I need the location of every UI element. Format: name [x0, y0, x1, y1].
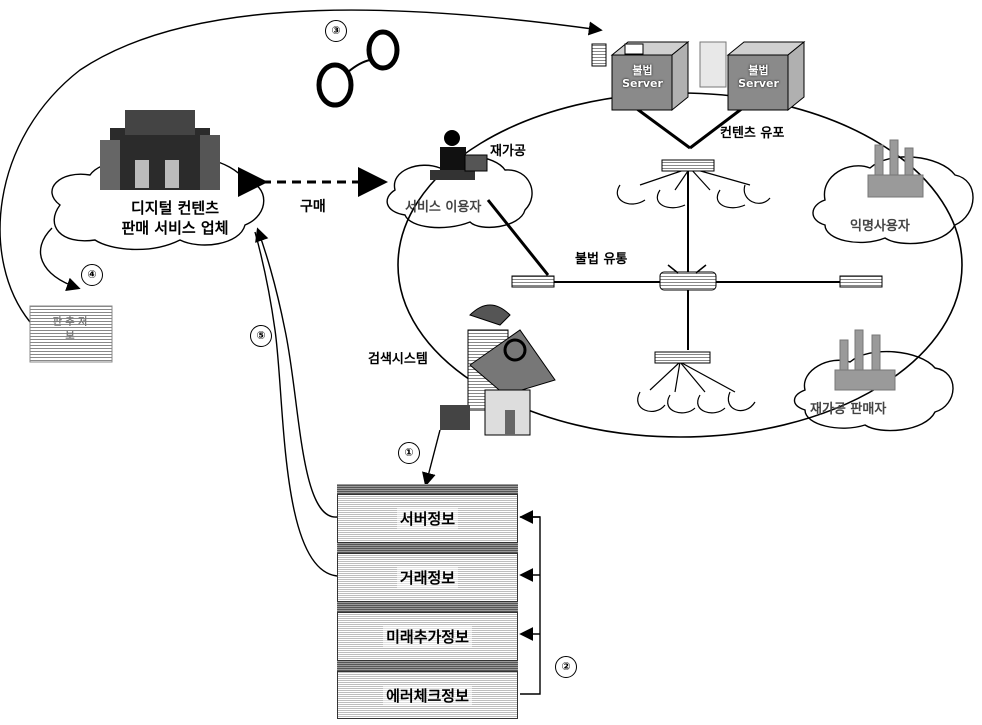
- company-label: 디지털 컨텐츠 판매 서비스 업체: [80, 198, 270, 238]
- server-2-label: 불법 Server: [731, 64, 786, 90]
- info-stack-top: [337, 484, 518, 494]
- service-user-icon: [430, 130, 487, 180]
- server-info-block: 서버정보: [337, 494, 518, 543]
- reprocess-seller-icon: [835, 330, 895, 390]
- report-doc-line1: 판 추 저: [40, 316, 100, 330]
- anonymous-user-icon: [868, 140, 923, 197]
- transaction-info-block: 거래정보: [337, 553, 518, 602]
- step-1-badge: ①: [398, 442, 420, 464]
- error-check-info-label: 에러체크정보: [383, 685, 472, 706]
- info-stack-divider-3: [337, 661, 518, 671]
- arrow-2-bracket: [520, 517, 540, 694]
- search-system-label: 검색시스템: [368, 348, 428, 367]
- transaction-info-label: 거래정보: [397, 567, 458, 588]
- network-lines: [488, 95, 840, 350]
- hub-devices: [512, 160, 882, 363]
- future-info-label: 미래추가정보: [383, 626, 472, 647]
- content-leak-label: 컨텐츠 유포: [720, 122, 784, 141]
- server-info-label: 서버정보: [397, 508, 458, 529]
- server-1-line1: 불법: [615, 64, 670, 77]
- illegal-flow-label: 불법 유통: [575, 248, 627, 267]
- report-doc-line2: 보: [40, 330, 100, 344]
- company-building-icon: [100, 110, 220, 190]
- step-5-badge: ⑤: [250, 325, 272, 347]
- service-user-label: 서비스 이용자: [405, 196, 481, 215]
- server-1-line2: Server: [615, 77, 670, 90]
- company-label-line2: 판매 서비스 업체: [80, 218, 270, 238]
- server-2-line1: 불법: [731, 64, 786, 77]
- server-2-line2: Server: [731, 77, 786, 90]
- arrow-1-line: [426, 430, 440, 484]
- company-label-line1: 디지털 컨텐츠: [80, 198, 270, 218]
- anonymous-user-label: 익명사용자: [850, 215, 910, 234]
- info-stack-divider-2: [337, 602, 518, 612]
- future-info-block: 미래추가정보: [337, 612, 518, 661]
- handcuffs-icon: [319, 32, 397, 105]
- step-4-badge: ④: [81, 264, 103, 286]
- purchase-label: 구매: [300, 196, 326, 216]
- reprocess-label: 재가공: [490, 140, 526, 159]
- step-2-badge: ②: [555, 656, 577, 678]
- arrow-4-path: [40, 228, 78, 288]
- server-1-label: 불법 Server: [615, 64, 670, 90]
- error-check-info-block: 에러체크정보: [337, 671, 518, 719]
- info-stack-divider-1: [337, 543, 518, 553]
- report-doc-label: 판 추 저 보: [40, 316, 100, 344]
- step-3-badge: ③: [325, 20, 347, 42]
- reprocess-seller-label: 재가공 판매자: [810, 398, 886, 417]
- arrow-5a-path: [258, 230, 337, 517]
